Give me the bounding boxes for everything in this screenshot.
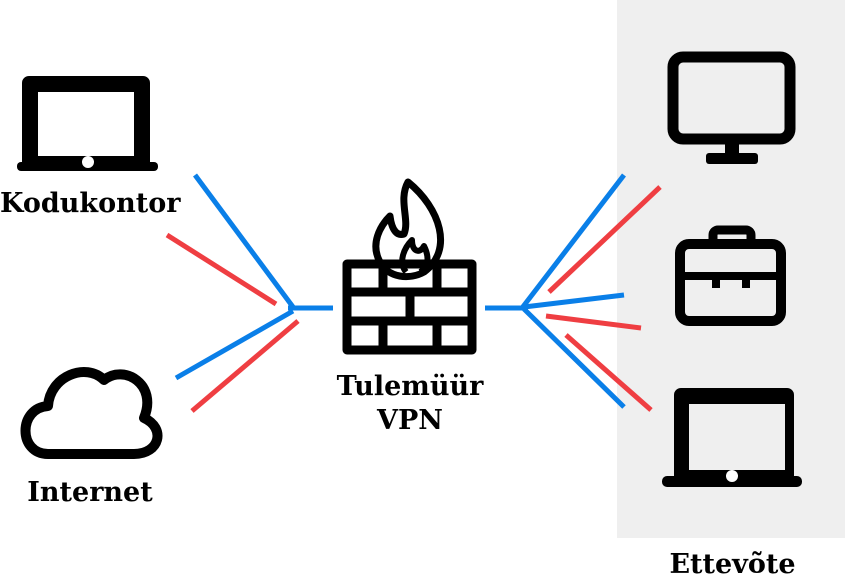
briefcase-red-line bbox=[545, 313, 642, 331]
internet-label: Internet bbox=[27, 477, 153, 508]
right-connections bbox=[485, 173, 662, 412]
company-label: Ettevõte bbox=[669, 549, 796, 580]
firewall-vpn-label: Tulemüür VPN bbox=[320, 370, 500, 438]
cloud-icon bbox=[20, 367, 163, 459]
laptop-red-line bbox=[564, 333, 653, 412]
left-connections bbox=[165, 173, 333, 413]
internet-blue-line bbox=[174, 308, 295, 381]
monitor-blue-line bbox=[520, 173, 626, 310]
internet-red-line bbox=[190, 319, 300, 413]
laptop-icon bbox=[17, 76, 158, 171]
monitor-red-line bbox=[547, 185, 662, 294]
company-laptop-icon bbox=[662, 388, 802, 487]
firewall-label-line1: Tulemüür bbox=[336, 371, 484, 402]
home-red-line bbox=[165, 232, 278, 307]
desktop-monitor-icon bbox=[667, 51, 796, 164]
home-office-label: Kodukontor bbox=[0, 188, 181, 219]
company-panel bbox=[617, 0, 845, 538]
laptop-blue-line bbox=[522, 307, 626, 409]
briefcase-icon bbox=[675, 225, 786, 326]
home-blue-line bbox=[192, 173, 296, 309]
briefcase-blue-line bbox=[523, 292, 625, 310]
firewall-brick-wall-flame-icon bbox=[342, 178, 477, 355]
firewall-label-line2: VPN bbox=[377, 405, 443, 436]
